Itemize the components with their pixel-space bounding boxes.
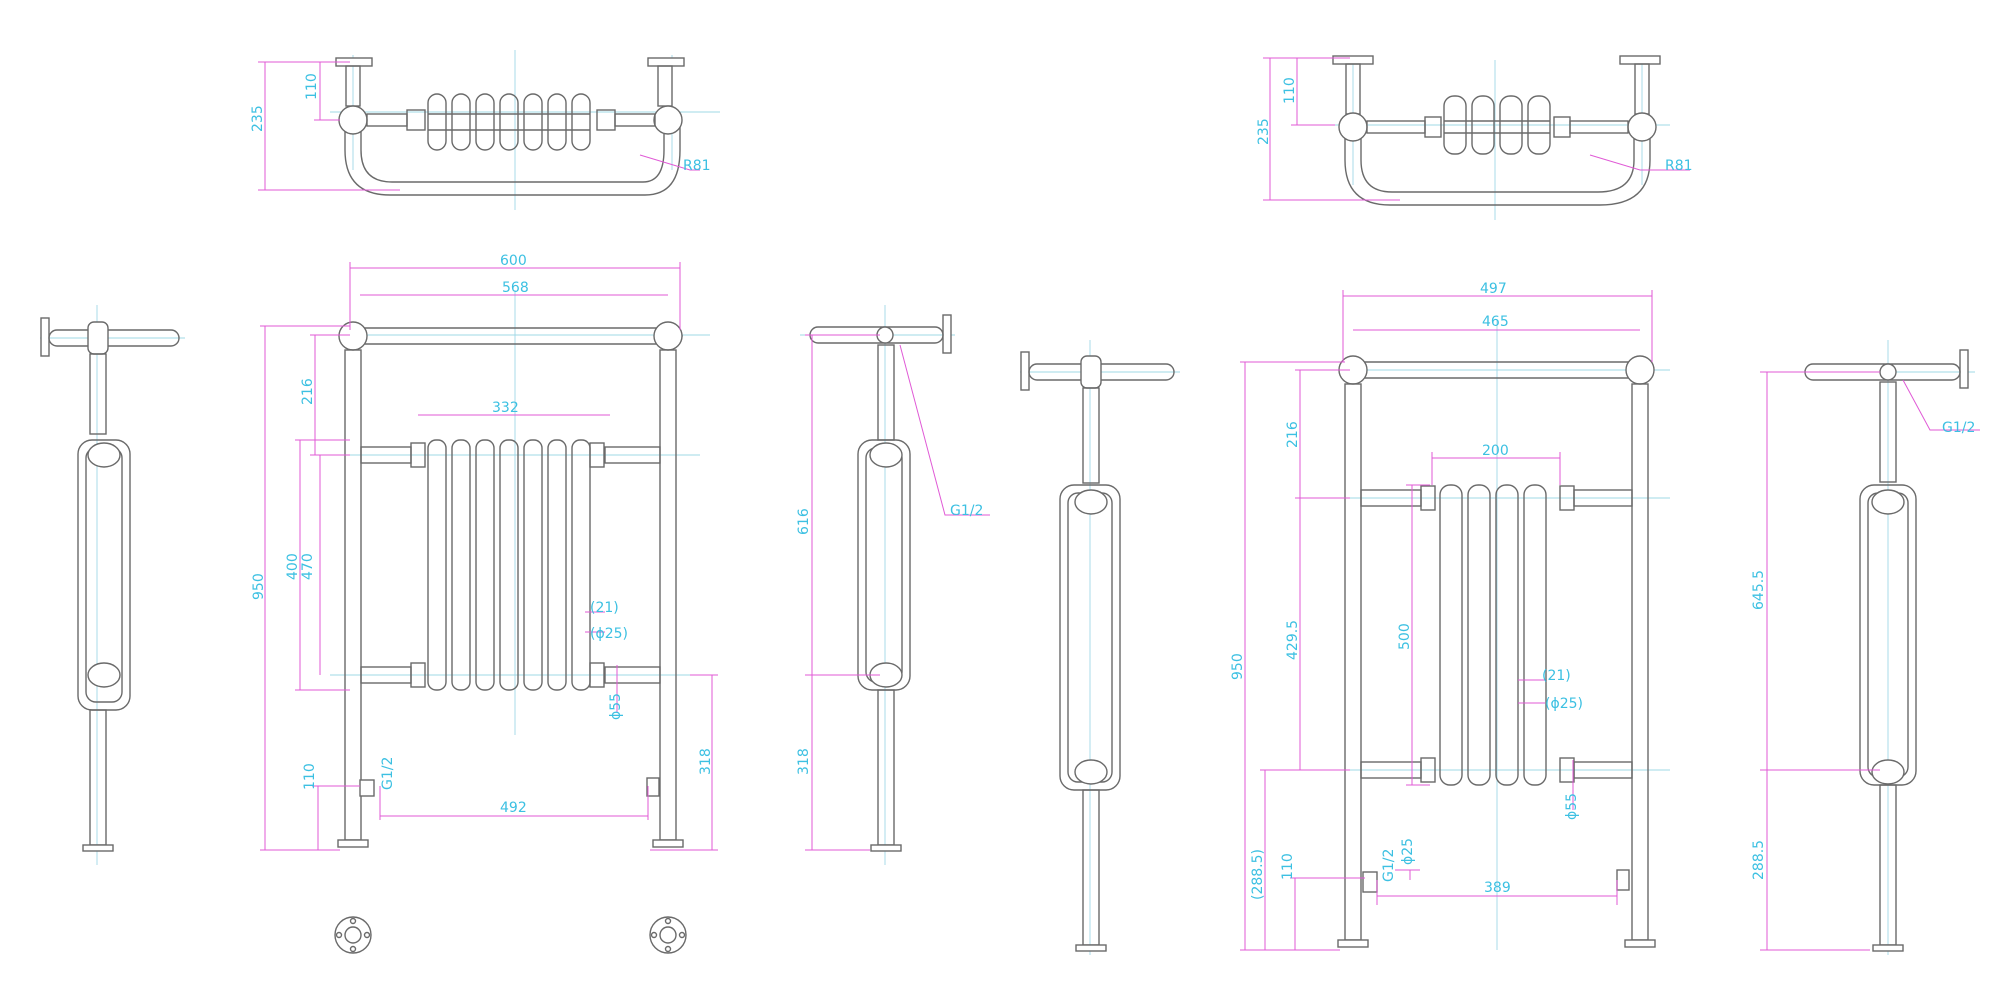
dim-large-valve-thread: G1/2 bbox=[380, 757, 396, 790]
dim-large-bend-radius: R81 bbox=[683, 158, 711, 174]
dim-large-top-to-panel: 216 bbox=[300, 378, 316, 405]
dim-small-panel-width: 200 bbox=[1482, 443, 1509, 459]
dim-small-plan-depth: 235 bbox=[1256, 118, 1272, 145]
dim-large-side-floor-height: 318 bbox=[796, 748, 812, 775]
small-front-view: 497 465 200 950 216 429.5 500 (21) (ϕ25)… bbox=[1230, 281, 1670, 951]
dim-large-plan-depth: 235 bbox=[250, 105, 266, 132]
dim-small-overall-height: 950 bbox=[1230, 653, 1246, 680]
dim-small-valve-spacing: 389 bbox=[1484, 880, 1511, 896]
large-right-side-view: 616 318 G1/2 bbox=[796, 305, 990, 865]
dim-small-valve-height: 110 bbox=[1280, 853, 1296, 880]
dim-large-overall-width: 600 bbox=[500, 253, 527, 269]
large-plan-view: 235 110 R81 bbox=[250, 50, 720, 210]
dim-small-rail-drop: 645.5 bbox=[1751, 570, 1767, 610]
dim-small-bend-radius: R81 bbox=[1665, 158, 1693, 174]
dim-small-valve-dia: ϕ25 bbox=[1400, 838, 1416, 865]
dim-large-bottom-21: (21) bbox=[590, 600, 619, 616]
large-left-side-view bbox=[40, 305, 185, 865]
small-plan-view: 235 110 R81 bbox=[1256, 55, 1693, 220]
dim-small-valve-thread: G1/2 bbox=[1381, 849, 1397, 882]
dim-small-bottom-25: (ϕ25) bbox=[1545, 696, 1583, 712]
front-columns-small bbox=[1439, 484, 1547, 786]
large-front-view: 600 568 332 950 216 470 400 (21) (ϕ25) ϕ… bbox=[251, 253, 718, 851]
dim-large-floor-height: 318 bbox=[698, 748, 714, 775]
dim-small-side-floor-height: 288.5 bbox=[1751, 840, 1767, 880]
dim-small-floor-height: (288.5) bbox=[1250, 849, 1266, 900]
dim-small-bottom-21: (21) bbox=[1542, 668, 1571, 684]
dim-large-bottom-25: (ϕ25) bbox=[590, 626, 628, 642]
dim-small-rail-width: 465 bbox=[1482, 314, 1509, 330]
dim-large-overall-height: 950 bbox=[251, 573, 267, 600]
dim-large-panel-height: 400 bbox=[285, 553, 301, 580]
dim-small-panel-height: 500 bbox=[1397, 623, 1413, 650]
dim-large-rail-drop: 616 bbox=[796, 508, 812, 535]
dim-large-panel-span: 470 bbox=[300, 553, 316, 580]
dim-small-plan-offset: 110 bbox=[1282, 77, 1298, 104]
small-right-side-view: 645.5 288.5 G1/2 bbox=[1751, 340, 1980, 955]
small-left-side-view bbox=[1020, 340, 1180, 955]
plan-sections-large bbox=[427, 93, 591, 151]
dim-small-panel-span: 429.5 bbox=[1285, 620, 1301, 660]
plan-sections-small bbox=[1443, 95, 1551, 155]
dim-large-panel-width: 332 bbox=[492, 400, 519, 416]
dim-small-side-valve-thread: G1/2 bbox=[1942, 420, 1975, 436]
dim-large-side-valve-thread: G1/2 bbox=[950, 503, 983, 519]
dim-large-rail-width: 568 bbox=[502, 280, 529, 296]
large-wall-plates bbox=[334, 916, 687, 954]
dim-large-valve-spacing: 492 bbox=[500, 800, 527, 816]
dim-large-valve-height: 110 bbox=[302, 763, 318, 790]
dim-large-tube-dia: ϕ55 bbox=[608, 693, 624, 720]
dim-small-tube-dia: ϕ55 bbox=[1564, 793, 1580, 820]
dim-small-top-to-panel: 216 bbox=[1285, 421, 1301, 448]
dim-large-plan-offset: 110 bbox=[304, 73, 320, 100]
dim-small-overall-width: 497 bbox=[1480, 281, 1507, 297]
front-columns-large bbox=[427, 439, 591, 691]
